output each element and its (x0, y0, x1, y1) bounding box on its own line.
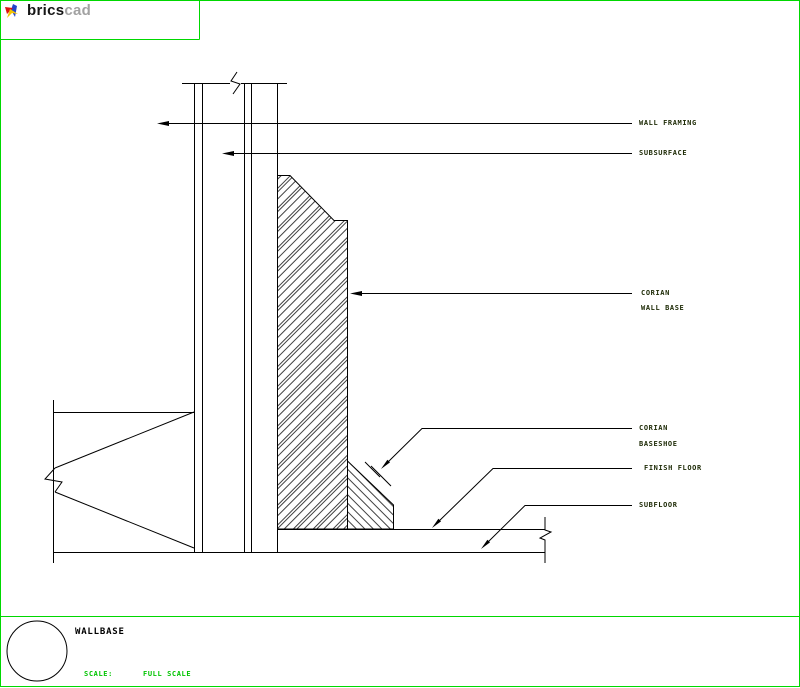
label-subsurface: SUBSURFACE (639, 149, 688, 157)
label-corian-wall-base-line2: WALL BASE (641, 304, 685, 312)
bricscad-logo-icon (5, 4, 18, 18)
scale-value: FULL SCALE (143, 670, 192, 678)
right-floor-break (538, 517, 553, 563)
scale-label: SCALE: (84, 670, 113, 678)
label-subfloor: SUBFLOOR (639, 501, 678, 509)
logo-wordmark: bricscad (27, 2, 91, 19)
left-floor-break (44, 400, 195, 563)
logo-text-secondary: cad (64, 2, 92, 19)
bricscad-logo: bricscad (5, 2, 91, 22)
wall-framing-lines (194, 83, 278, 552)
leader-finish-floor (435, 468, 632, 525)
corian-baseshoe-hatch (347, 459, 394, 530)
label-corian-baseshoe-line1: CORIAN (639, 424, 668, 432)
logo-text-primary: brics (27, 2, 65, 19)
leader-subfloor (485, 505, 632, 545)
label-finish-floor: FINISH FLOOR (644, 464, 702, 472)
detail-bubble-circle (6, 620, 68, 682)
label-wall-framing: WALL FRAMING (639, 119, 697, 127)
floor-lines (53, 529, 545, 553)
label-corian-baseshoe-line2: BASESHOE (639, 440, 678, 448)
top-break-line (182, 71, 287, 95)
leader-arrowheads (157, 121, 490, 549)
leader-lines (162, 123, 632, 545)
corian-wall-base-hatch (277, 175, 348, 530)
wall-section-linework (6, 71, 632, 682)
label-corian-wall-base-line1: CORIAN (641, 289, 670, 297)
drawing-title: WALLBASE (75, 627, 125, 637)
leader-corian-baseshoe (386, 428, 632, 464)
